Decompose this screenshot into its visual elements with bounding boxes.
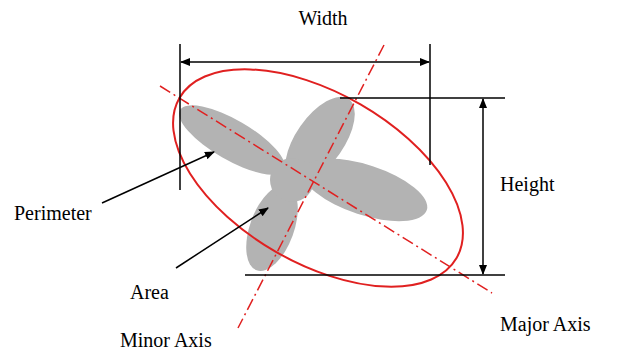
axis-label: Minor Axis [120, 330, 212, 350]
major-axis-line [160, 86, 492, 293]
height-dimension [245, 98, 505, 275]
dimension-label: Height [500, 174, 554, 194]
dimension-label: Width [298, 8, 347, 28]
callout-label: Perimeter [14, 203, 92, 223]
fitted-ellipse [137, 24, 499, 331]
perimeter-leader [102, 152, 214, 203]
axis-label: Major Axis [500, 314, 591, 334]
width-dimension [180, 44, 430, 190]
petal-shape [170, 85, 435, 278]
area-leader [176, 208, 268, 268]
callout-label: Area [130, 282, 169, 302]
minor-axis-line [238, 45, 384, 328]
